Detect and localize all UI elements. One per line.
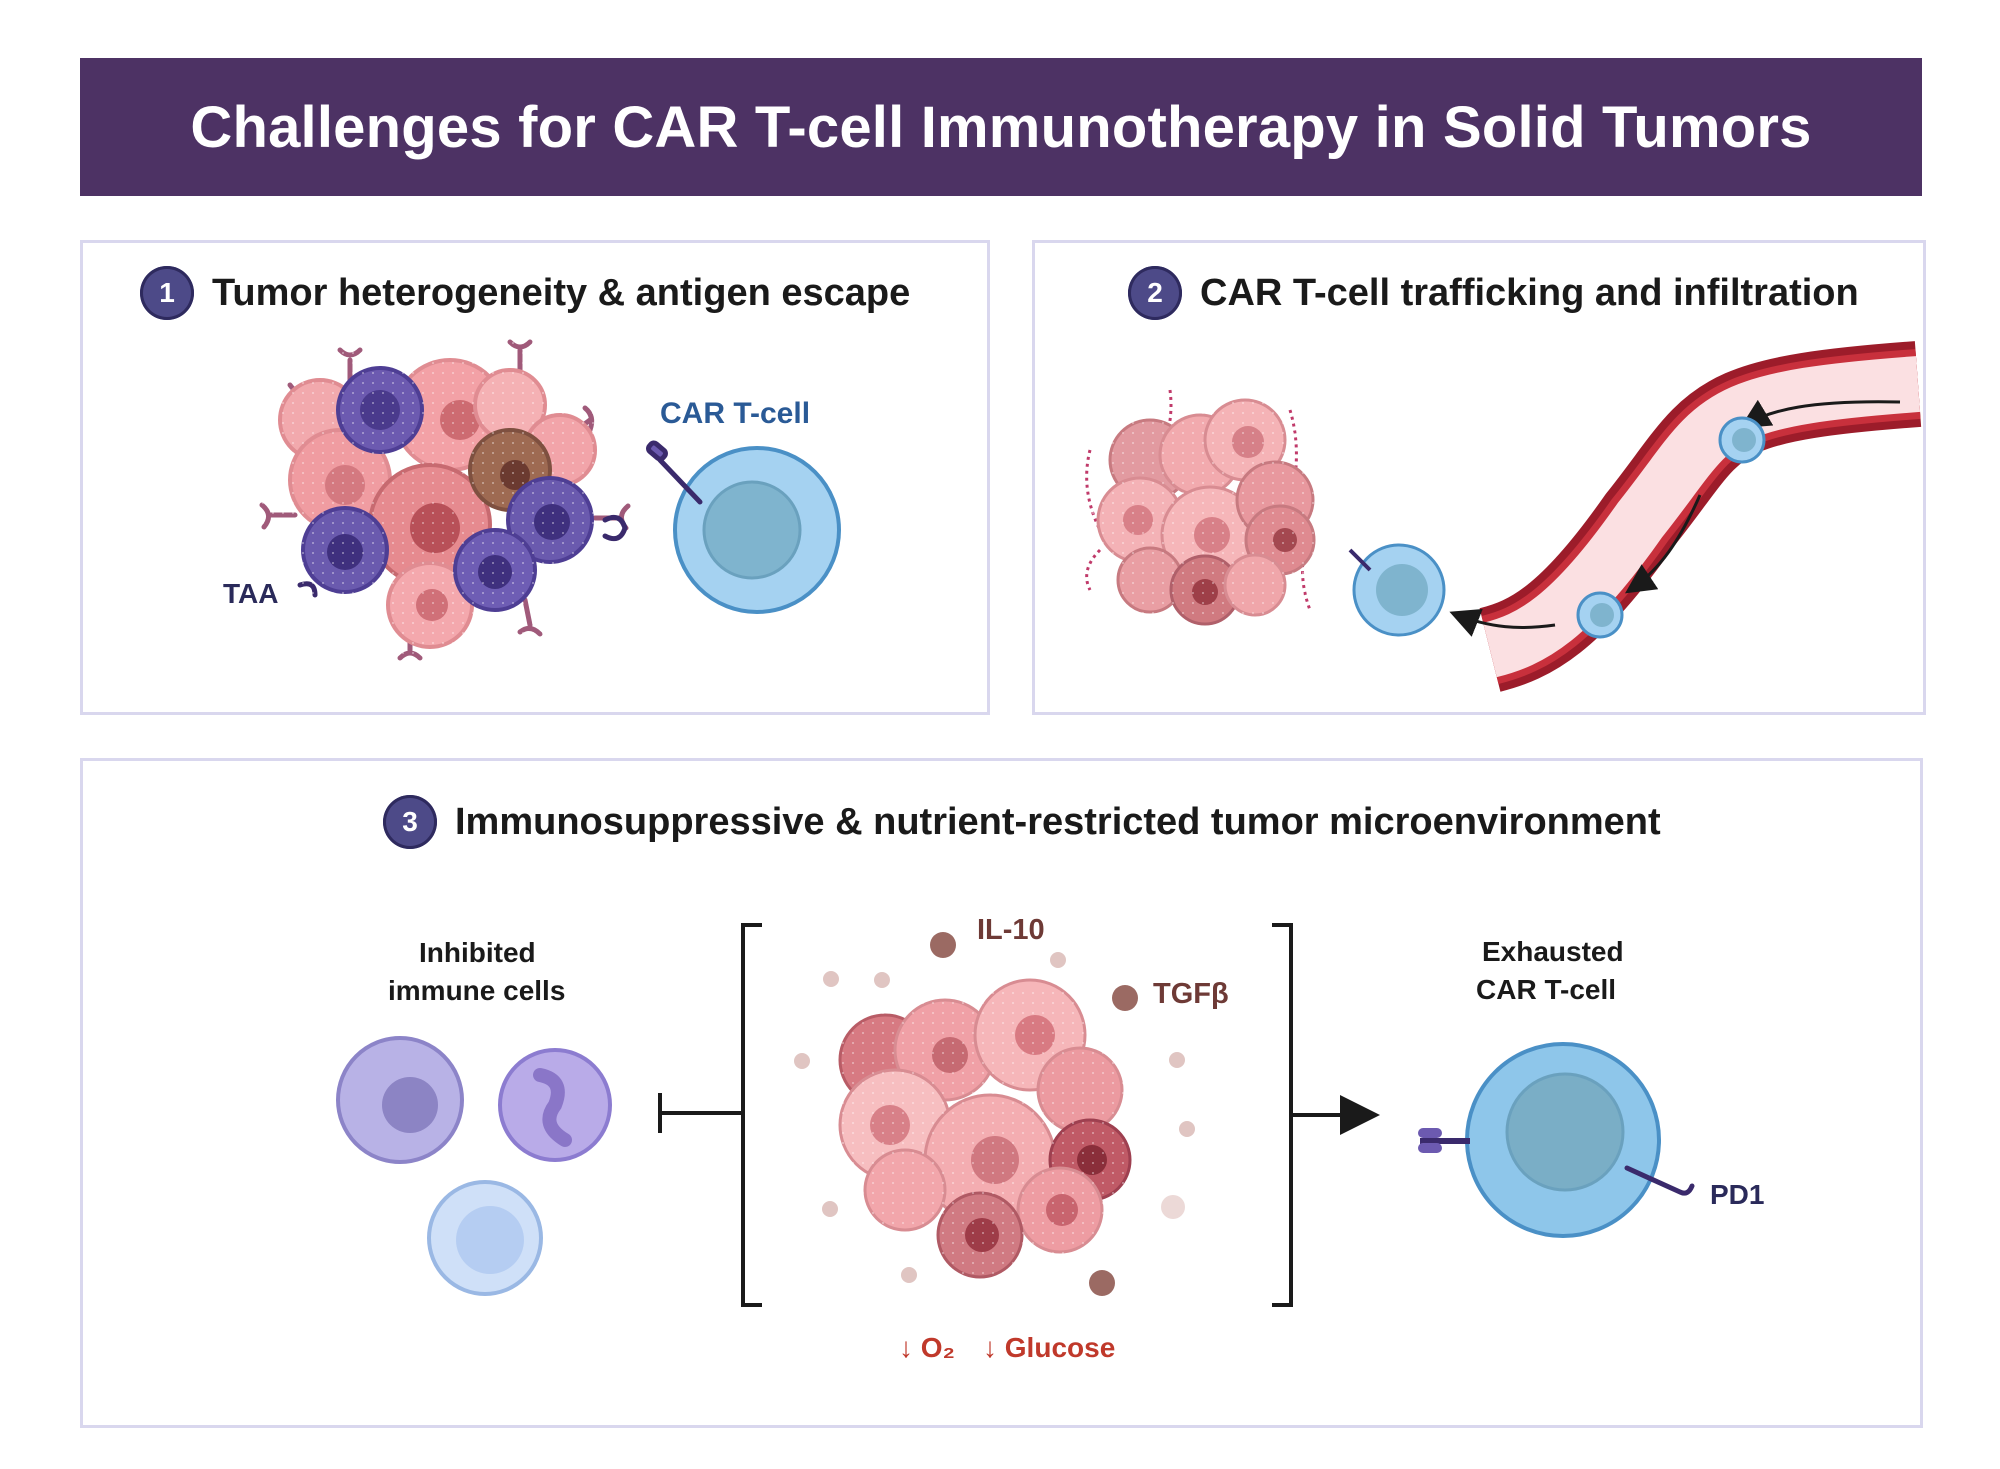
panel-2-title: CAR T-cell trafficking and infiltration (1200, 271, 1859, 314)
page-title: Challenges for CAR T-cell Immunotherapy … (190, 94, 1812, 160)
car-tcell-icon (646, 440, 841, 614)
step-badge-3: 3 (383, 795, 437, 849)
panel-3-title: Immunosuppressive & nutrient-restricted … (455, 800, 1661, 843)
exhausted-label-2: CAR T-cell (1476, 974, 1617, 1005)
tme-tumor-icon (838, 978, 1132, 1285)
inhibition-symbol (658, 1093, 743, 1133)
panel-1-title: Tumor heterogeneity & antigen escape (212, 271, 911, 314)
il10-label: IL-10 (977, 914, 1045, 946)
taa-label: TAA (223, 578, 279, 609)
blood-vessel-icon (1478, 341, 1922, 692)
tgfb-label: TGFβ (1153, 978, 1229, 1010)
step-badge-1: 1 (140, 266, 194, 320)
step-badge-2: 2 (1128, 266, 1182, 320)
cytokine-particles (794, 932, 1195, 1296)
panel-2-header: 2 CAR T-cell trafficking and infiltratio… (1128, 266, 1859, 320)
inhibited-cells-label-1: Inhibited (419, 937, 536, 968)
oxygen-label: ↓ O₂ (899, 1332, 955, 1363)
panel-3-header: 3 Immunosuppressive & nutrient-restricte… (383, 795, 1661, 849)
heterogeneous-tumor-icon (259, 339, 631, 661)
solid-tumor-icon (1085, 389, 1320, 626)
exhausted-car-tcell-icon (1418, 1042, 1695, 1238)
pd1-label: PD1 (1710, 1179, 1765, 1210)
migrating-car-tcell-icon (1348, 543, 1556, 637)
title-banner: Challenges for CAR T-cell Immunotherapy … (80, 58, 1922, 196)
inhibited-immune-cells-icon (336, 1036, 612, 1296)
car-tcell-label: CAR T-cell (660, 397, 811, 430)
inhibited-cells-label-2: immune cells (388, 975, 566, 1006)
exhausted-label-1: Exhausted (1482, 936, 1624, 967)
glucose-label: ↓ Glucose (983, 1332, 1116, 1363)
panel-1-header: 1 Tumor heterogeneity & antigen escape (140, 266, 910, 320)
